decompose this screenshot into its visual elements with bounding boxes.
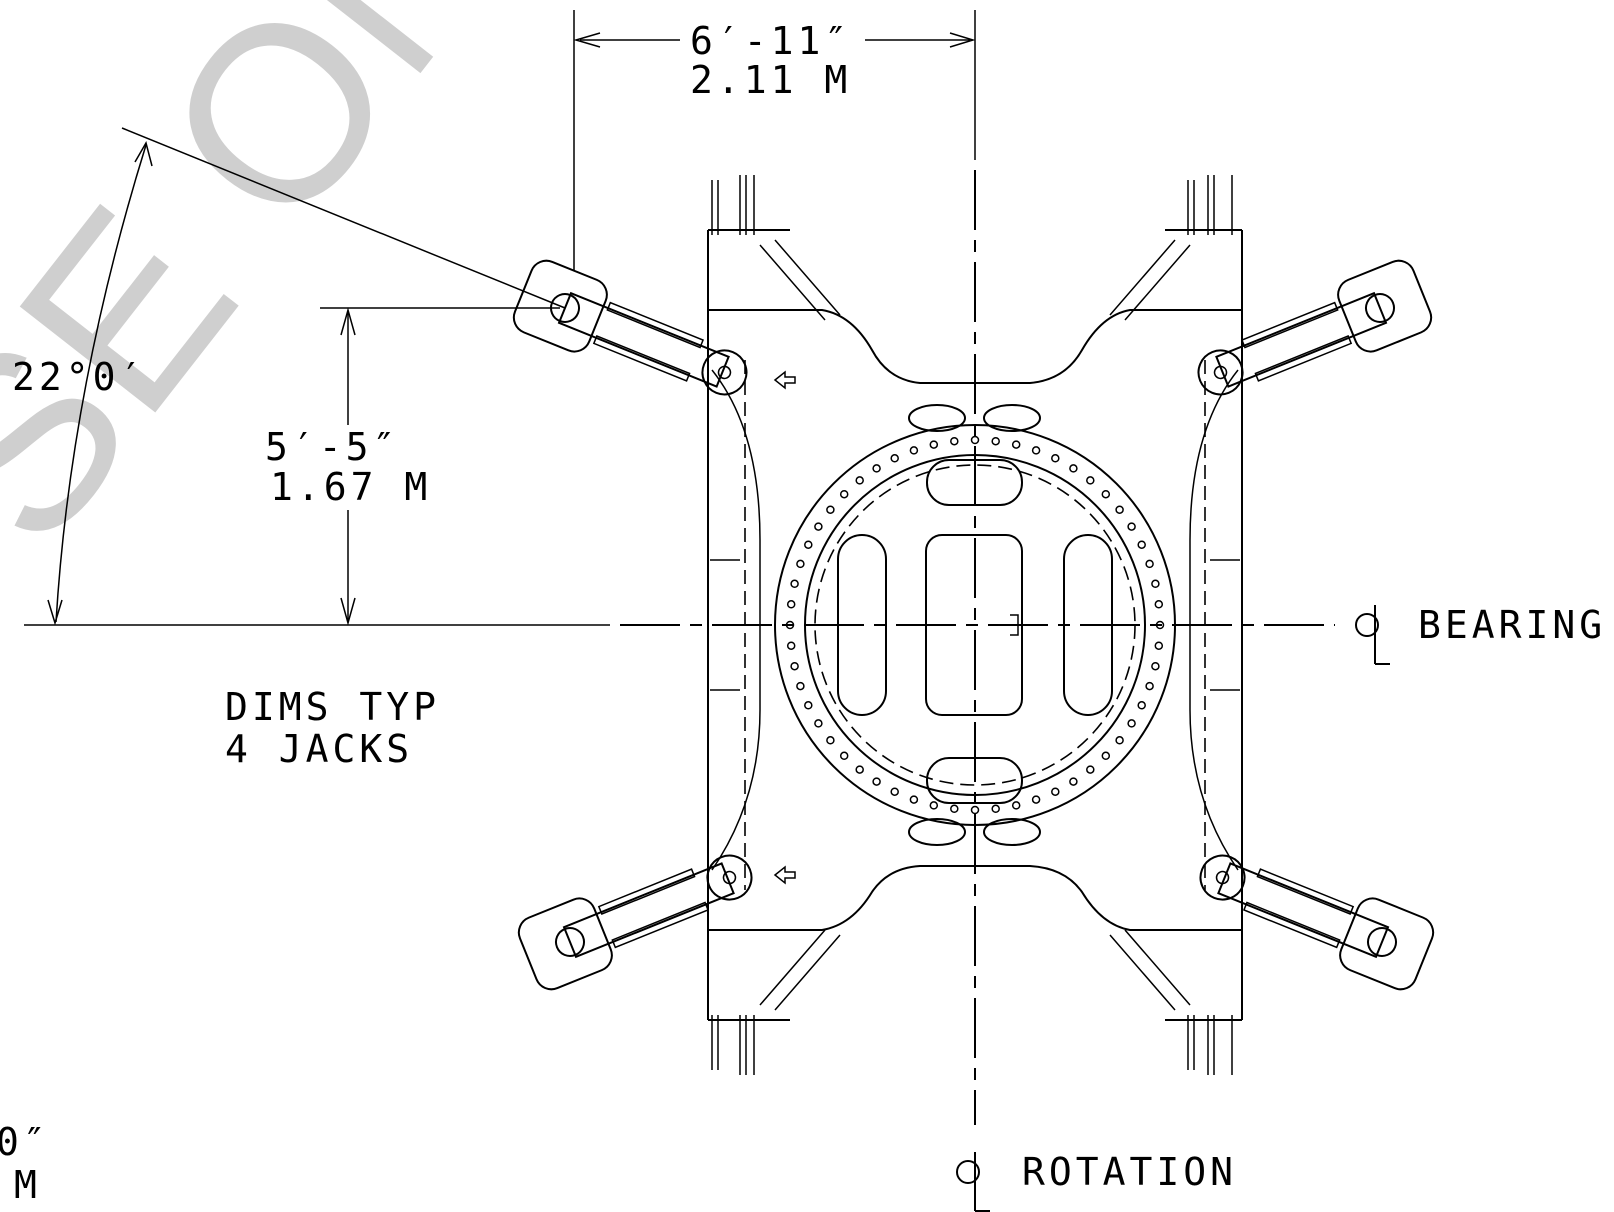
bolt-hole	[826, 736, 835, 745]
pivot-arrows	[773, 370, 796, 885]
bolt-hole	[1051, 787, 1060, 796]
bolt-hole	[872, 464, 881, 473]
side-dim-imperial: 5′-5″	[265, 425, 399, 469]
bolt-hole	[1137, 540, 1146, 549]
bolt-hole	[1115, 736, 1124, 745]
bolt-hole	[1155, 620, 1165, 630]
bolt-holes	[785, 435, 1165, 815]
bolt-hole	[950, 804, 959, 814]
bolt-hole	[855, 765, 864, 774]
bolt-hole	[839, 751, 849, 761]
bolt-hole	[1115, 505, 1124, 514]
bolt-hole	[855, 476, 864, 485]
bolt-hole	[839, 489, 849, 499]
top-dim-metric: 2.11 M	[690, 58, 851, 102]
frame-body	[707, 229, 1243, 1021]
bolt-hole	[1086, 765, 1095, 774]
cl-rotation-label: ROTATION	[1022, 1150, 1237, 1194]
bolt-hole	[786, 600, 796, 609]
bolt-hole	[909, 446, 919, 455]
bolt-hole	[970, 435, 980, 445]
partial-dimension: 0″ M	[0, 1120, 50, 1207]
bolt-hole	[1151, 579, 1160, 589]
bolt-hole	[1011, 801, 1021, 810]
bolt-hole	[872, 777, 881, 786]
note: DIMS TYP 4 JACKS	[225, 685, 440, 771]
bearing-ring	[774, 404, 1176, 846]
bolt-hole	[1127, 522, 1136, 531]
bolt-hole	[1154, 641, 1164, 650]
bolt-hole	[785, 620, 795, 630]
bolt-hole	[950, 436, 959, 446]
bolt-hole	[1145, 559, 1154, 569]
side-dimension: 5′-5″ 1.67 M	[24, 307, 610, 626]
angle-label: 22°0′	[12, 355, 146, 399]
bolt-hole	[790, 661, 799, 671]
side-dim-metric: 1.67 M	[270, 465, 431, 509]
bolt-hole	[890, 787, 899, 796]
bolt-hole	[991, 436, 1000, 446]
partial-dim-imperial: 0″	[0, 1120, 50, 1164]
centerline-bearing-symbol: BEARING	[1355, 603, 1606, 665]
bolt-hole	[1031, 795, 1041, 804]
jack-top-right	[1197, 259, 1433, 396]
bolt-hole	[1127, 719, 1136, 728]
bolt-hole	[1145, 681, 1154, 691]
bolt-hole	[1011, 440, 1021, 449]
bolt-hole	[1086, 476, 1095, 485]
jack-bottom-left	[517, 854, 753, 991]
bolt-hole	[890, 454, 899, 463]
bolt-hole	[1031, 446, 1041, 455]
bolt-hole	[970, 805, 980, 815]
bolt-hole	[909, 795, 919, 804]
bolt-hole	[1101, 751, 1111, 761]
cl-bearing-label: BEARING	[1418, 603, 1606, 647]
top-dimension: 6′-11″ 2.11 M	[573, 10, 976, 270]
jack-top-left	[512, 259, 748, 396]
centerline-rotation-symbol: ROTATION	[956, 1150, 1237, 1212]
bolt-hole	[1069, 464, 1078, 473]
jack-bottom-right	[1199, 854, 1435, 991]
bolt-hole	[1051, 454, 1060, 463]
bolt-hole	[786, 641, 796, 650]
top-dim-imperial: 6′-11″	[690, 19, 851, 63]
note-line-2: 4 JACKS	[225, 727, 413, 771]
bolt-hole	[991, 804, 1000, 814]
bolt-hole	[826, 505, 835, 514]
bolt-hole	[1101, 489, 1111, 499]
stems	[711, 175, 1233, 1075]
bolt-hole	[1151, 661, 1160, 671]
bolt-hole	[1154, 600, 1164, 609]
bolt-hole	[796, 681, 805, 691]
bolt-hole	[1069, 777, 1078, 786]
bolt-hole	[814, 719, 823, 728]
bolt-hole	[804, 701, 813, 710]
partial-dim-metric: M	[14, 1163, 41, 1207]
note-line-1: DIMS TYP	[225, 685, 440, 729]
bolt-hole	[814, 522, 823, 531]
bolt-hole	[929, 440, 939, 449]
bolt-hole	[804, 540, 813, 549]
bolt-hole	[796, 559, 805, 569]
bolt-hole	[790, 579, 799, 589]
bolt-hole	[929, 801, 939, 810]
bolt-hole	[1137, 701, 1146, 710]
angle-dimension: 22°0′	[12, 127, 566, 626]
